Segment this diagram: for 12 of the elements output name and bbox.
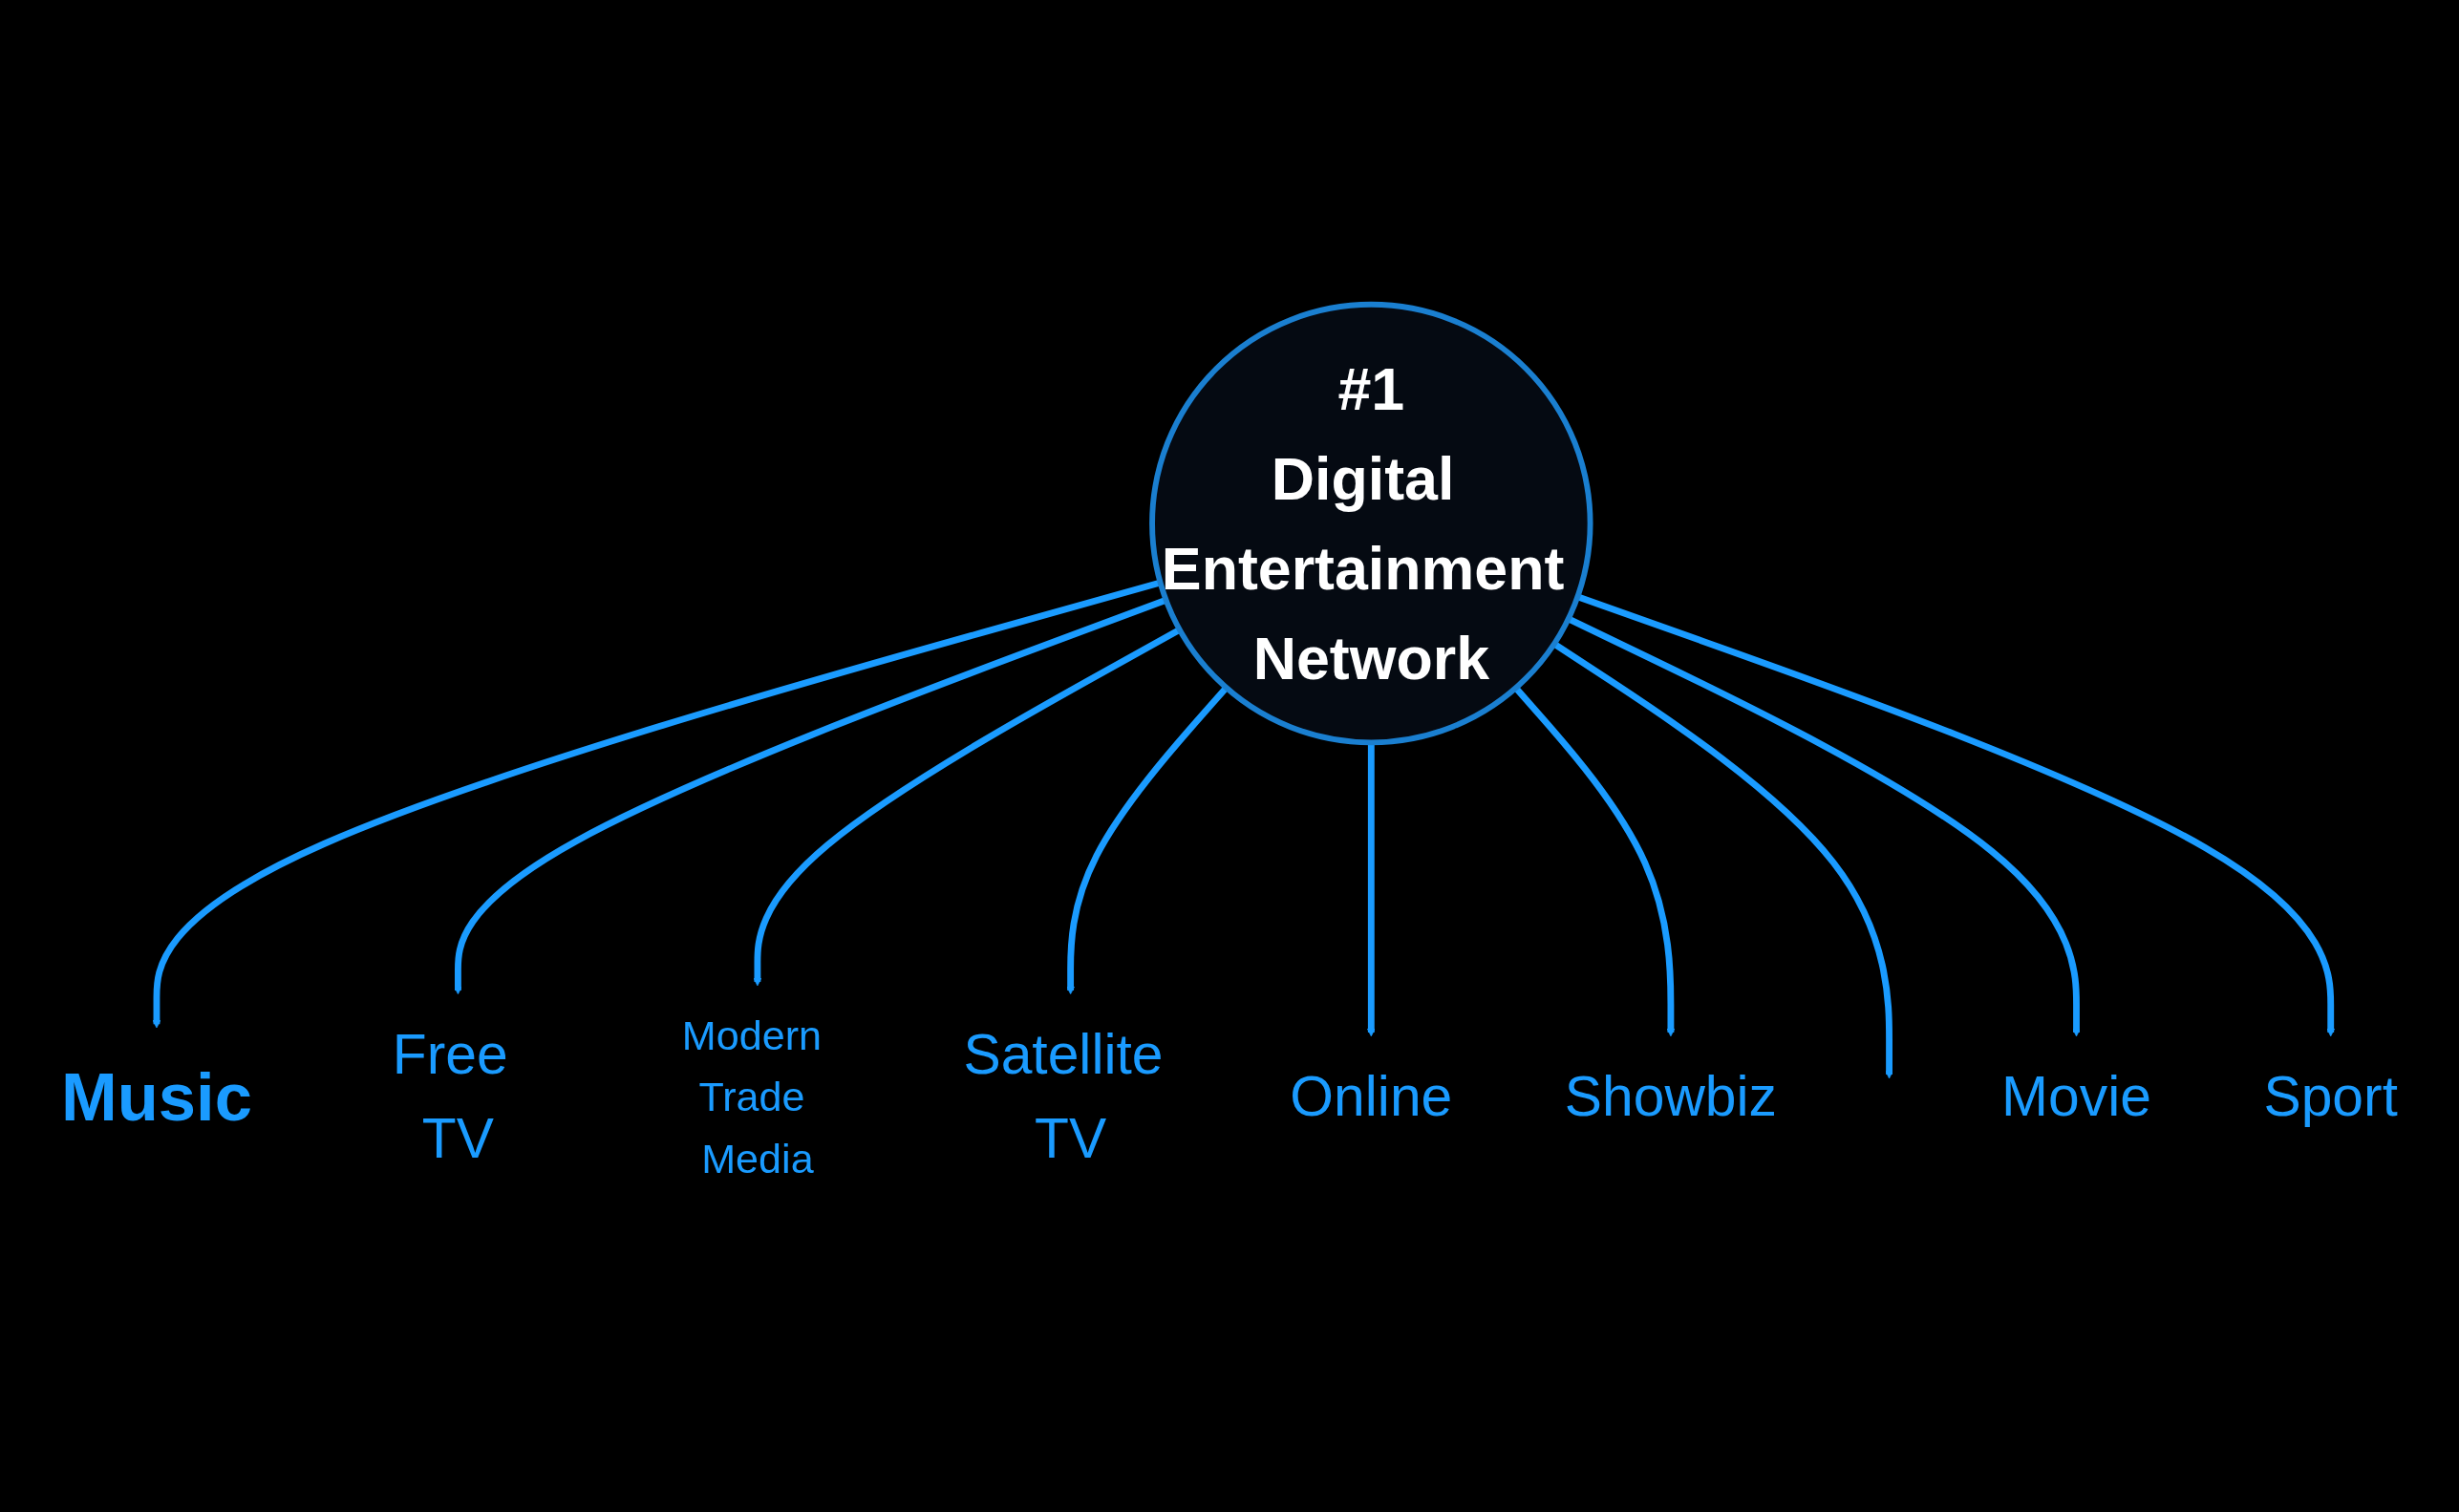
node-text: Modern Trade Media [681,1011,822,1182]
node-circle: #1 Digital Entertainment Network [1149,301,1593,745]
node-text: Online [1290,1064,1453,1128]
node-text: Satellite TV [963,1022,1164,1170]
arrow [753,626,1182,986]
node-text: Free TV [392,1022,508,1170]
node-text: Movie [2001,1064,2151,1128]
arrow [1552,640,1893,1078]
node-text: Showbiz [1564,1064,1778,1128]
arrow [1066,685,1230,994]
node-text: Music [61,1058,252,1135]
node-text: Sport [2263,1064,2398,1128]
